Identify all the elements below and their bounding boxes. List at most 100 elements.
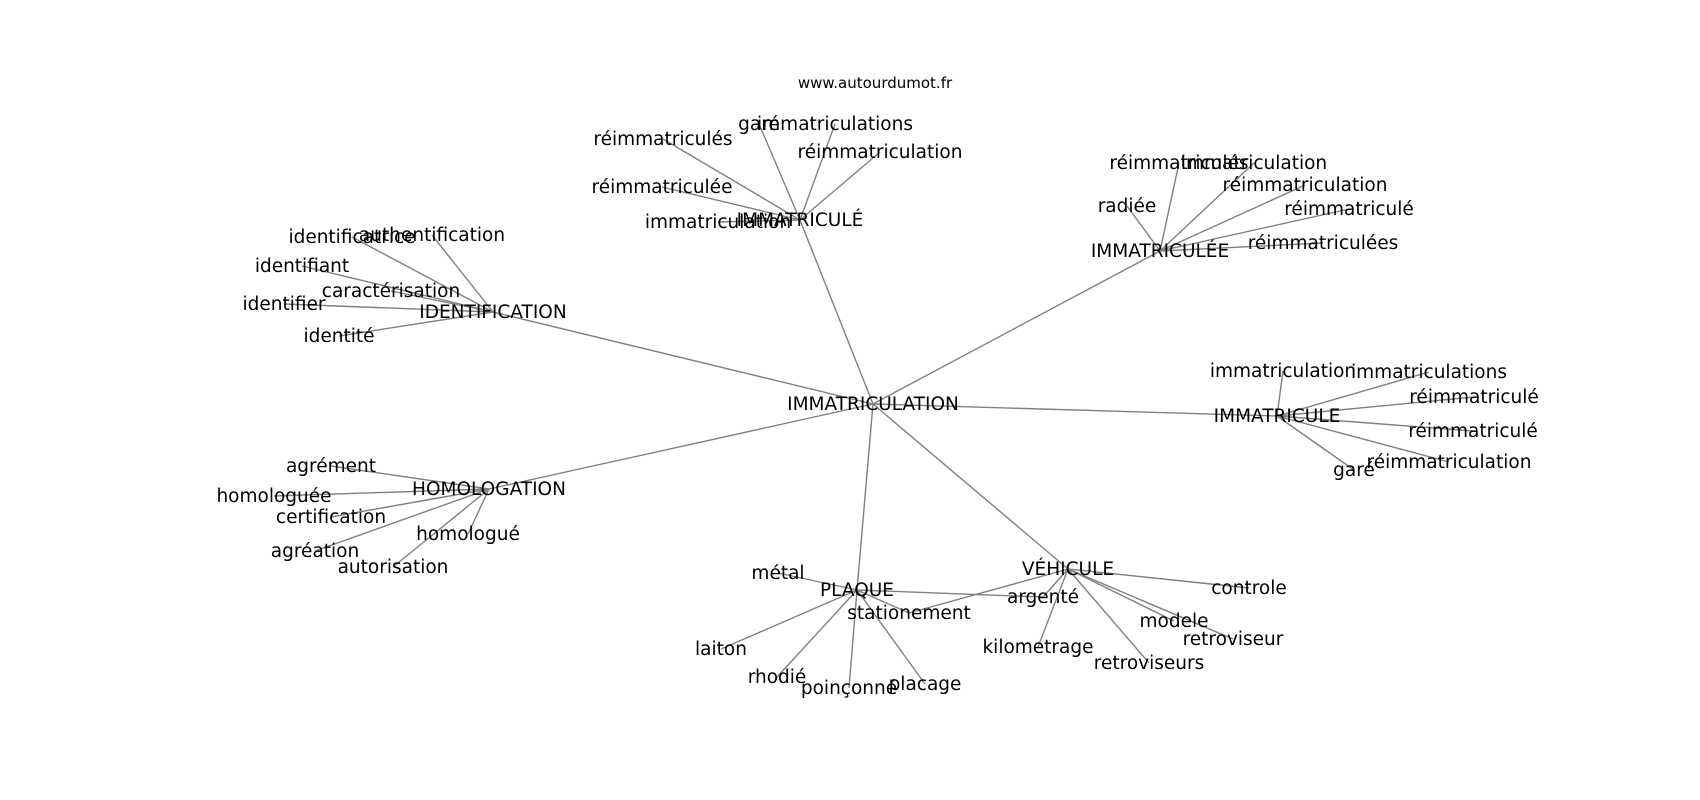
node-id4: caractérisation (322, 281, 460, 302)
edge-immatriculee-ie2 (1159, 162, 1255, 252)
node-ia1: garé (738, 114, 780, 135)
edge-plaque-pl3 (720, 589, 858, 650)
node-ve4: retroviseur (1183, 629, 1284, 650)
edge-homologation-ho2 (273, 488, 490, 497)
node-ie3: réimmatriculation (1223, 175, 1388, 196)
node-im1: immatriculation (1210, 361, 1356, 382)
edge-center-immatricule (872, 403, 1278, 417)
edge-immatricule_acc-ia6 (717, 219, 801, 223)
edge-plaque-pl2 (856, 589, 910, 614)
node-immatricule: IMMATRICULE (1214, 406, 1341, 427)
node-immatriculee: IMMATRICULÉE (1091, 240, 1229, 262)
node-ho5: agréation (271, 541, 359, 562)
edge-immatriculee-ie5 (1159, 208, 1350, 252)
edge-vehicule-ve5 (1037, 568, 1069, 648)
edge-plaque-pl6 (856, 589, 926, 685)
node-im5: réimmatriculation (1367, 452, 1532, 473)
edge-plaque-ve2 (856, 589, 1044, 598)
edge-vehicule-ve1 (1067, 568, 1250, 589)
source-label: www.autourdumot.fr (798, 74, 953, 92)
node-id5: identifier (242, 294, 325, 315)
node-ho4: homologué (416, 524, 520, 545)
edge-homologation-ho1 (330, 465, 490, 490)
node-ia6: immatriculation (645, 212, 791, 233)
node-id6: identité (303, 326, 374, 347)
node-im6: garé (1333, 460, 1375, 481)
node-pl2: stationement (847, 603, 970, 624)
edge-center-plaque (856, 403, 874, 591)
node-identification: IDENTIFICATION (419, 302, 566, 323)
node-im3: réimmatriculé (1409, 387, 1539, 408)
node-center: IMMATRICULATION (787, 394, 959, 415)
node-immatricule_acc: IMMATRICULÉ (737, 209, 864, 231)
node-pl5: poinçonné (801, 678, 897, 699)
node-ia4: réimmatriculation (798, 142, 963, 163)
node-ie6: réimmatriculées (1248, 233, 1399, 254)
edge-vehicule-ve3 (1067, 568, 1175, 622)
edge-immatriculee-ie1 (1159, 162, 1180, 252)
edge-identification-id6 (338, 311, 494, 337)
edge-immatricule_acc-ia3 (662, 138, 801, 221)
node-pl3: laiton (695, 639, 747, 660)
edge-center-immatriculee (872, 250, 1161, 405)
edge-identification-id4 (390, 290, 494, 313)
node-vehicule: VÉHICULE (1022, 558, 1114, 580)
edge-center-homologation (488, 403, 874, 490)
node-im2: immatriculations (1351, 362, 1507, 383)
node-ho3: certification (276, 507, 386, 528)
edge-homologation-ho5 (314, 488, 490, 552)
node-ie4: radiée (1098, 196, 1157, 217)
edge-center-identification (492, 311, 874, 405)
node-ho2: homologuée (216, 486, 331, 507)
node-ia5: réimmatriculée (592, 177, 733, 198)
edge-homologation-ho3 (330, 488, 490, 518)
node-ie1: réimmatriculés (1109, 153, 1248, 174)
edge-vehicule-ve2 (1042, 568, 1069, 598)
node-homologation: HOMOLOGATION (412, 479, 566, 500)
node-ia3: réimmatriculés (593, 129, 732, 150)
node-pl1: métal (751, 563, 804, 584)
edge-immatriculee-ie4 (1126, 205, 1161, 252)
edge-immatricule_acc-ia1 (758, 123, 801, 221)
node-ho1: agrément (286, 456, 376, 477)
edge-immatriculee-ie3 (1159, 184, 1306, 252)
node-ie5: réimmatriculé (1284, 199, 1414, 220)
edge-vehicule-ve6 (1067, 568, 1150, 664)
node-ho6: autorisation (338, 557, 449, 578)
node-id2: authentification (359, 225, 505, 246)
edge-immatricule_acc-ia4 (799, 151, 881, 221)
edge-immatricule-im5 (1276, 415, 1450, 463)
node-plaque: PLAQUE (820, 580, 894, 601)
edge-plaque-pl5 (848, 589, 858, 689)
edges-layer (273, 123, 1475, 689)
edge-identification-id3 (301, 265, 494, 313)
node-ve6: retroviseurs (1094, 653, 1204, 674)
node-ia2: immatriculations (757, 114, 913, 135)
node-id3: identifiant (255, 256, 349, 277)
node-ie2: immatriculation (1181, 153, 1327, 174)
edge-plaque-pl4 (776, 589, 858, 678)
edge-vehicule-ve4 (1067, 568, 1234, 640)
edge-identification-id1 (351, 236, 494, 313)
edge-homologation-ho4 (467, 488, 490, 535)
labels-layer: IMMATRICULATION IMMATRICULÉ IMMATRICULÉE ID… (216, 114, 1538, 699)
node-id1: identificatrice (288, 227, 415, 248)
node-ve5: kilometrage (982, 637, 1093, 658)
node-im4: réimmatriculé (1408, 421, 1538, 442)
edge-center-immatricule_acc (799, 219, 874, 405)
edge-vehicule-pl2 (908, 568, 1069, 614)
edge-immatricule-im4 (1276, 415, 1474, 432)
edge-center-vehicule (872, 403, 1069, 570)
edge-immatriculee-ie6 (1159, 242, 1324, 252)
edge-immatricule-im3 (1276, 396, 1475, 417)
edge-plaque-pl1 (777, 572, 858, 591)
node-ve1: controle (1211, 578, 1287, 599)
node-pl6: placage (889, 674, 962, 695)
edge-identification-id2 (431, 234, 494, 313)
edge-homologation-ho6 (392, 488, 490, 568)
edge-immatricule_acc-ia5 (661, 186, 801, 221)
node-ve3: modele (1140, 611, 1209, 632)
node-ve2: argenté (1007, 587, 1079, 608)
